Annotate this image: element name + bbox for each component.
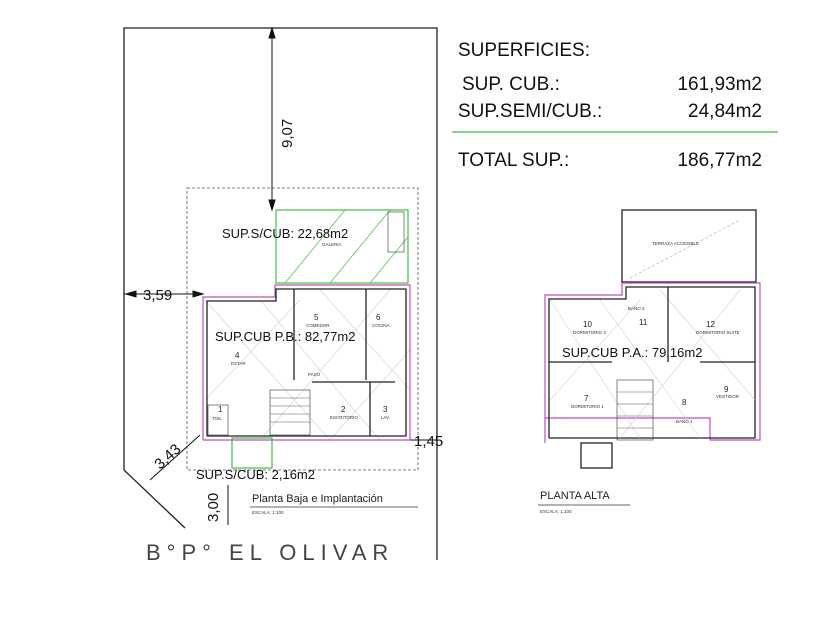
svg-text:11: 11 [639, 318, 648, 327]
label-galeria: GALERIA [322, 242, 342, 247]
summary-value-cub: 161,93m2 [677, 74, 762, 95]
property-boundary [123, 27, 438, 560]
label-terrace: TERRAZA ACCESIBLE [652, 241, 699, 246]
ground-floor-title: Planta Baja e Implantación [252, 493, 383, 505]
svg-text:DORMITORIO 1: DORMITORIO 1 [571, 404, 604, 409]
svg-text:5: 5 [314, 313, 319, 322]
svg-text:2: 2 [341, 405, 346, 414]
svg-text:BAÑO 1: BAÑO 1 [676, 418, 693, 424]
ground-semi-top-area: SUP.S/CUB: 22,68m2 [222, 226, 348, 241]
upper-floor-plan [544, 209, 761, 469]
dim-bottom: 3,00 [205, 493, 222, 522]
dim-diag: 3,43 [151, 441, 184, 473]
svg-text:COMEDOR: COMEDOR [306, 323, 330, 328]
svg-text:TOIL: TOIL [212, 416, 222, 421]
building-envelope-dashed [186, 187, 419, 471]
upper-floor-scale: ESCALA: 1:100 [540, 509, 572, 514]
svg-text:1: 1 [218, 405, 223, 414]
svg-text:7: 7 [584, 394, 589, 403]
svg-text:ESCRITORIO: ESCRITORIO [330, 415, 358, 420]
svg-text:COCINA: COCINA [372, 323, 390, 328]
svg-text:10: 10 [583, 320, 592, 329]
dimension-lines [124, 26, 437, 525]
svg-text:LAV.: LAV. [381, 415, 390, 420]
summary-total-label: TOTAL SUP.: [458, 150, 569, 171]
summary-heading: SUPERFICIES: [458, 40, 590, 61]
svg-text:3: 3 [383, 405, 388, 414]
svg-text:DORMITORIO SUITE: DORMITORIO SUITE [696, 330, 740, 335]
summary-label-semi: SUP.SEMI/CUB.: [458, 101, 602, 122]
label-paso: PASO [308, 372, 321, 377]
ground-covered-area: SUP.CUB P.B.: 82,77m2 [215, 329, 355, 344]
svg-text:4: 4 [235, 351, 240, 360]
svg-text:BAÑO 2: BAÑO 2 [628, 305, 645, 311]
svg-text:DORMITORIO 2: DORMITORIO 2 [573, 330, 606, 335]
dim-top: 9,07 [279, 119, 296, 148]
upper-covered-area: SUP.CUB P.A.: 79,16m2 [562, 345, 702, 360]
svg-text:9: 9 [724, 385, 729, 394]
summary-value-semi: 24,84m2 [688, 101, 762, 122]
svg-text:12: 12 [706, 320, 715, 329]
summary-label-cub: SUP. CUB.: [462, 74, 560, 95]
area-summary: SUPERFICIES: SUP. CUB.: 161,93m2 SUP.SEM… [452, 40, 778, 171]
upper-floor-title: PLANTA ALTA [540, 490, 610, 502]
ground-semi-bottom-area: SUP.S/CUB: 2,16m2 [196, 467, 315, 482]
svg-text:8: 8 [682, 398, 687, 407]
ground-floor-plan [202, 209, 411, 469]
dim-right: 1,45 [414, 433, 443, 450]
summary-total-value: 186,77m2 [677, 150, 762, 171]
dim-left: 3,59 [143, 287, 172, 304]
brand-name: B°P° EL OLIVAR [146, 540, 394, 565]
svg-text:VESTIDOR: VESTIDOR [716, 394, 740, 399]
svg-text:6: 6 [376, 313, 381, 322]
ground-floor-scale: ESCALA: 1:100 [252, 510, 284, 515]
svg-text:ESTAR: ESTAR [231, 361, 246, 366]
